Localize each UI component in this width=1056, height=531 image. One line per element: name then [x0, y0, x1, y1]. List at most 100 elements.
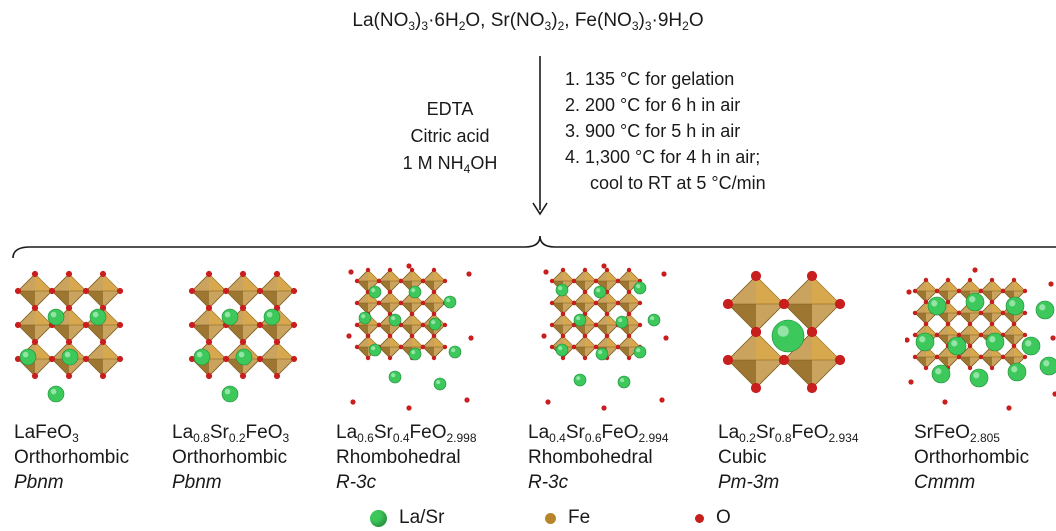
- la-sr-atom: [443, 295, 457, 309]
- la-sr-atom: [235, 348, 253, 366]
- la-sr-atom: [89, 308, 107, 326]
- la-sr-atom: [985, 332, 1005, 352]
- oxygen-atom: [989, 277, 995, 283]
- oxygen-atom: [205, 372, 213, 380]
- fe-o6-octahedron: [571, 333, 599, 361]
- oxygen-atom: [1022, 354, 1028, 360]
- oxygen-atom: [967, 277, 973, 283]
- fe-o6-octahedron: [256, 338, 298, 380]
- structure-la06sr04: [346, 263, 474, 411]
- oxygen-atom: [923, 365, 929, 371]
- oxygen-atom: [82, 287, 90, 295]
- oxygen-atom: [273, 372, 281, 380]
- fe-o6-octahedron: [571, 267, 599, 295]
- oxygen-atom: [116, 355, 124, 363]
- la-sr-atom: [965, 292, 985, 312]
- oxygen-atom: [406, 405, 412, 411]
- la-sr-atom: [368, 343, 382, 357]
- oxygen-atom: [989, 299, 995, 305]
- oxygen-atom: [239, 372, 247, 380]
- oxygen-atom: [571, 278, 577, 284]
- oxygen-atom: [188, 321, 196, 329]
- oxygen-atom: [1011, 343, 1017, 349]
- fe-o6-octahedron: [571, 289, 599, 317]
- oxygen-atom: [934, 332, 940, 338]
- la-sr-atom: [368, 285, 382, 299]
- oxygen-atom: [571, 300, 577, 306]
- oxygen-atom: [31, 338, 39, 346]
- atom-highlight: [1025, 340, 1032, 347]
- atom-highlight: [650, 316, 655, 321]
- oxygen-atom: [387, 289, 393, 295]
- oxygen-atom: [468, 335, 474, 341]
- atom-highlight: [391, 373, 396, 378]
- atom-highlight: [620, 378, 625, 383]
- oxygen-atom: [65, 304, 73, 312]
- oxygen-atom: [82, 355, 90, 363]
- atom-highlight: [224, 311, 231, 318]
- reagent-citric-acid: Citric acid: [410, 126, 490, 146]
- oxygen-atom: [560, 311, 566, 317]
- oxygen-atom: [406, 263, 412, 269]
- atom-highlight: [558, 346, 563, 351]
- atom-highlight: [598, 350, 603, 355]
- oxygen-atom: [978, 310, 984, 316]
- oxygen-atom: [31, 270, 39, 278]
- oxygen-atom: [806, 382, 818, 394]
- legend-fe: Fe: [545, 507, 590, 529]
- oxygen-atom: [290, 321, 298, 329]
- oxygen-atom: [82, 321, 90, 329]
- atom-highlight: [973, 372, 980, 379]
- oxygen-atom: [549, 344, 555, 350]
- oxygen-atom: [806, 326, 818, 338]
- fe-o6-octahedron: [222, 270, 264, 312]
- legend-la-sr: La/Sr: [370, 507, 444, 529]
- sample-label-3: La0.6Sr0.4FeO2.998 Rhombohedral R-3c: [336, 420, 477, 495]
- precursor-la-nitrate: La(NO3)3·6H2O,: [352, 10, 491, 33]
- oxygen-atom: [256, 355, 264, 363]
- oxygen-atom: [637, 322, 643, 328]
- oxygen-atom: [615, 344, 621, 350]
- step-2: 2. 200 °C for 6 h in air: [565, 95, 741, 115]
- la-sr-atom: [969, 368, 989, 388]
- atom-highlight: [92, 311, 99, 318]
- atom-highlight: [969, 296, 976, 303]
- precursor-sr-nitrate: Sr(NO3)2,: [490, 10, 575, 33]
- la-sr-atom: [595, 347, 609, 361]
- oxygen-atom: [442, 344, 448, 350]
- la-sr-atom: [408, 285, 422, 299]
- oxygen-atom: [626, 355, 632, 361]
- o-atom-icon: [695, 513, 704, 523]
- formula: La0.8Sr0.2FeO3: [172, 422, 290, 445]
- step-3: 3. 900 °C for 5 h in air: [565, 121, 741, 141]
- oxygen-atom: [560, 333, 566, 339]
- oxygen-atom: [1000, 310, 1006, 316]
- fe-o6-octahedron: [222, 304, 264, 346]
- oxygen-atom: [626, 289, 632, 295]
- crystal-system: Rhombohedral: [528, 447, 653, 468]
- oxygen-atom: [239, 304, 247, 312]
- atom-highlight: [989, 336, 996, 343]
- la-sr-atom: [47, 308, 65, 326]
- oxygen-atom: [545, 399, 551, 405]
- oxygen-atom: [582, 333, 588, 339]
- la-sr-atom: [555, 283, 569, 297]
- oxygen-atom: [549, 300, 555, 306]
- crystal-system: Orthorhombic: [914, 447, 1030, 468]
- process-arrow-head: [532, 202, 548, 216]
- oxygen-atom: [750, 270, 762, 282]
- atom-highlight: [50, 388, 57, 395]
- oxygen-atom: [1011, 321, 1017, 327]
- processing-steps: 1. 135 °C for gelation 2. 200 °C for 6 h…: [565, 66, 766, 196]
- la-sr-atom: [573, 373, 587, 387]
- sample-label-4: La0.4Sr0.6FeO2.994 Rhombohedral R-3c: [528, 420, 669, 495]
- atom-highlight: [224, 388, 231, 395]
- oxygen-atom: [834, 298, 846, 310]
- crystal-system: Orthorhombic: [14, 447, 130, 468]
- oxygen-atom: [290, 287, 298, 295]
- oxygen-atom: [273, 338, 281, 346]
- atom-highlight: [1009, 300, 1016, 307]
- atom-highlight: [446, 298, 451, 303]
- oxygen-atom: [750, 326, 762, 338]
- sample-label-1: LaFeO3 Orthorhombic Pbnm: [14, 420, 129, 495]
